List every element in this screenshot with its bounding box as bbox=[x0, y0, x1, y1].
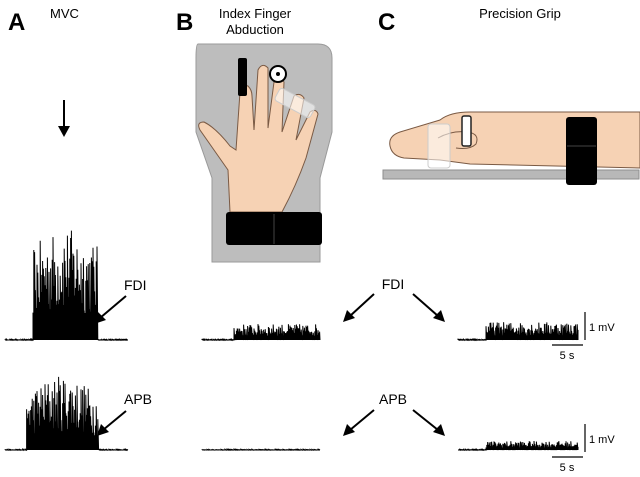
scale-bar-bottom: 1 mV 5 s bbox=[552, 424, 615, 474]
voltage-scale-label: 1 mV bbox=[589, 434, 615, 446]
center-apb-label: APB bbox=[379, 391, 407, 407]
trace-grip-fdi bbox=[457, 322, 579, 342]
finger-strap bbox=[274, 87, 316, 119]
table-surface bbox=[382, 169, 640, 180]
trace-mvc-apb bbox=[4, 376, 129, 452]
panel-b-letter: B bbox=[176, 9, 193, 36]
grip-device bbox=[461, 115, 472, 147]
trace-grip-apb bbox=[458, 440, 579, 452]
fdi-arrows bbox=[343, 293, 445, 322]
panel-b-title-line2: Abduction bbox=[226, 22, 284, 37]
time-scale-label: 5 s bbox=[560, 350, 575, 362]
trace-mvc-fdi bbox=[4, 230, 128, 342]
wrist-strap-grip bbox=[566, 117, 597, 185]
panel-a-title: MVC bbox=[50, 6, 79, 21]
finger-strap-grip bbox=[427, 123, 451, 169]
apb-arrows bbox=[343, 409, 445, 436]
panel-b-title-line1: Index Finger bbox=[219, 6, 292, 21]
panel-c-letter: C bbox=[378, 9, 395, 36]
mvc-fdi-label: FDI bbox=[124, 277, 147, 293]
panel-a-letter: A bbox=[8, 9, 25, 36]
voltage-scale-label: 1 mV bbox=[589, 322, 615, 334]
trace-abduction-fdi bbox=[201, 324, 321, 342]
panel-c-title: Precision Grip bbox=[479, 6, 561, 21]
center-fdi-label: FDI bbox=[382, 276, 405, 292]
transducer-post bbox=[238, 58, 247, 96]
precision-grip-illustration bbox=[382, 111, 640, 185]
time-scale-label: 5 s bbox=[560, 462, 575, 474]
index-abduction-illustration bbox=[195, 43, 333, 263]
mvc-fdi-arrow bbox=[94, 295, 127, 324]
mvc-apb-arrow bbox=[97, 410, 127, 436]
mvc-apb-label: APB bbox=[124, 391, 152, 407]
scale-bar-top: 1 mV 5 s bbox=[552, 312, 615, 362]
onset-arrow bbox=[58, 100, 70, 137]
trace-abduction-apb bbox=[201, 448, 321, 452]
forearm-hand bbox=[389, 111, 640, 169]
emg-traces bbox=[4, 230, 579, 452]
